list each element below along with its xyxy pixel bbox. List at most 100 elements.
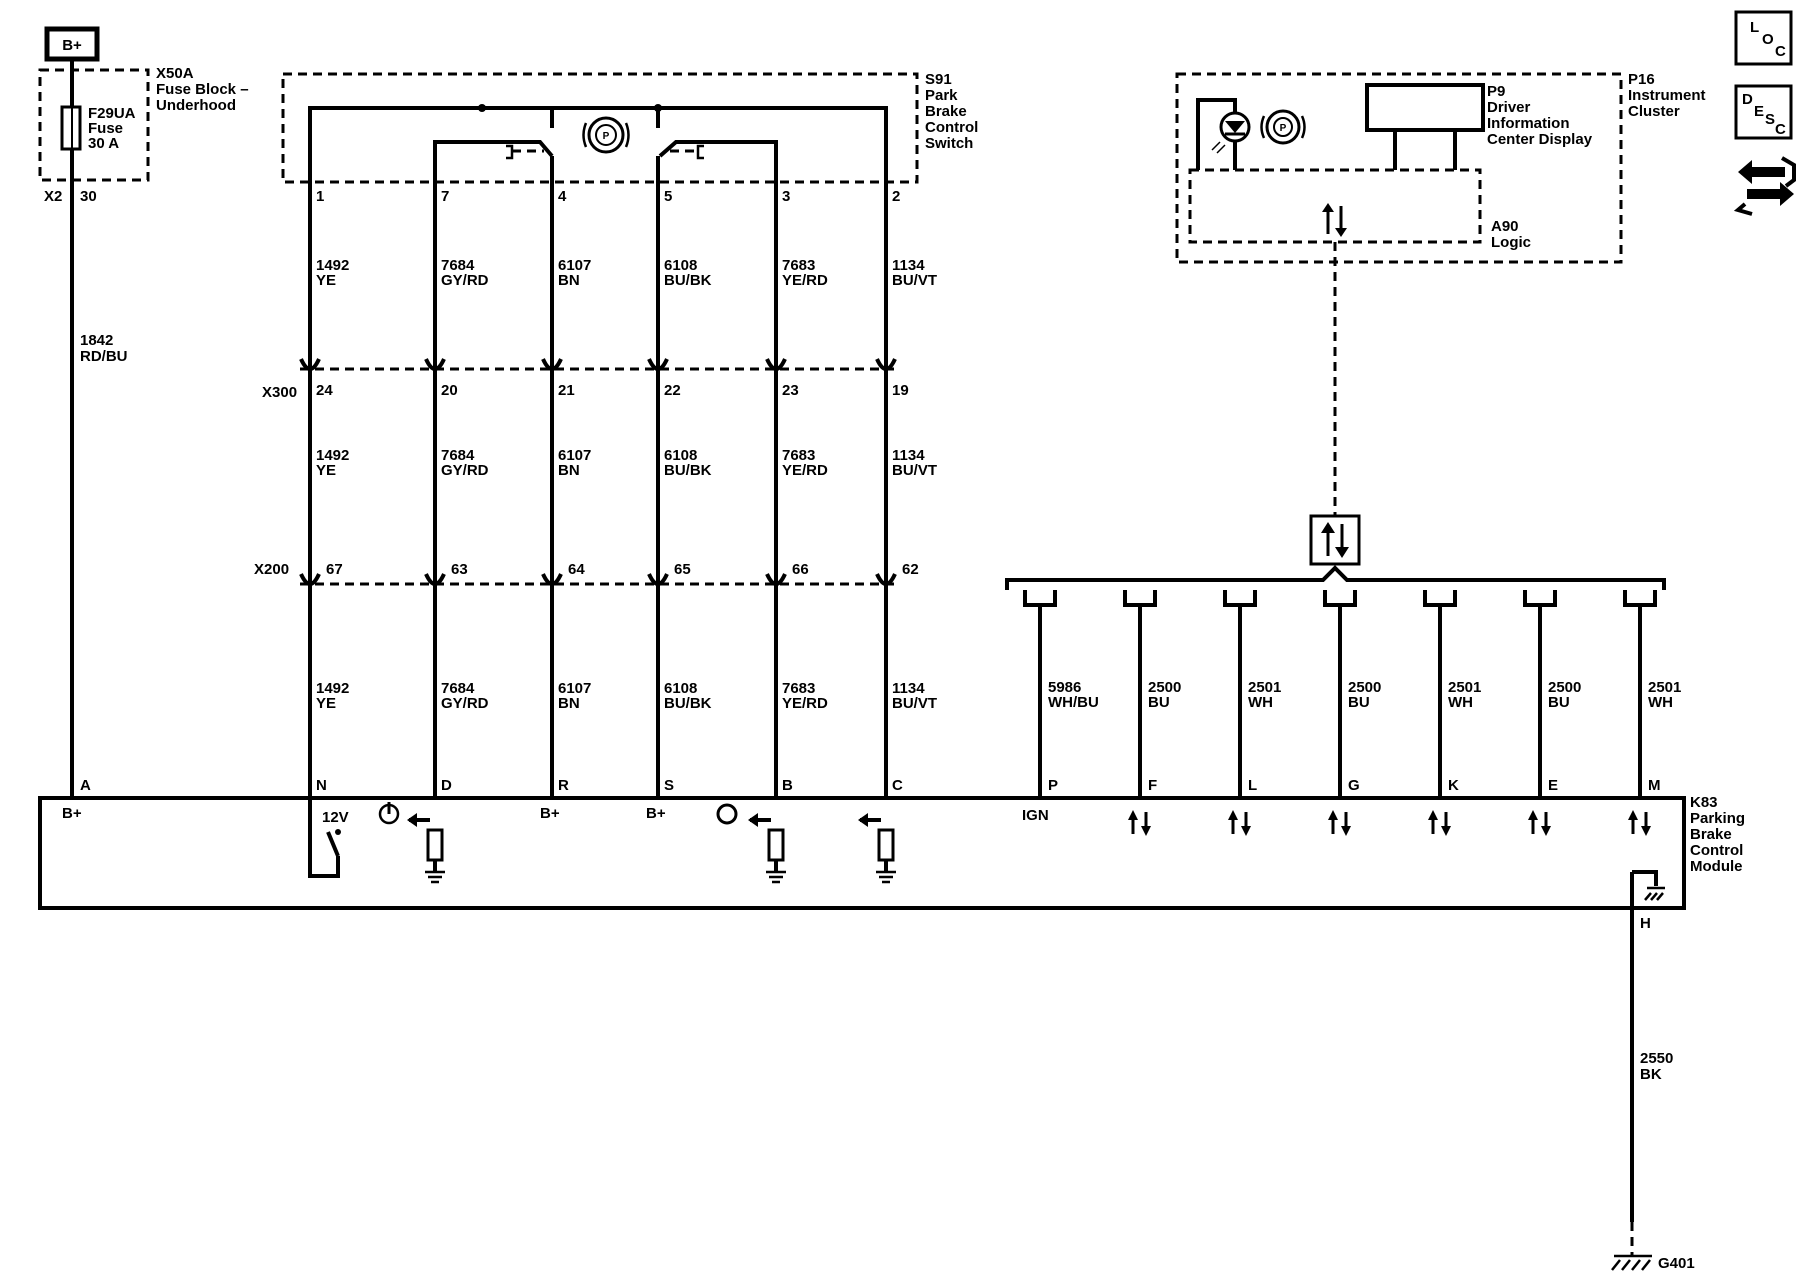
data-line-l-arrow-down-head (1241, 826, 1251, 836)
loc-button[interactable]: L O C (1734, 10, 1793, 66)
data-line-g-terminal (1323, 590, 1357, 607)
circuit-6107-num-1: 6107 (558, 257, 591, 274)
dic-name-3: Center Display (1487, 131, 1593, 148)
circuit-7683-x300-terminal (765, 358, 787, 371)
data-line-f-num: 2500 (1148, 679, 1181, 696)
data-line-m-pin: M (1648, 777, 1661, 794)
circuit-6107-x300-pin: 21 (558, 382, 575, 399)
data-bus-bracket (1005, 565, 1666, 590)
brake-lamp-icon (1219, 111, 1251, 143)
module-pin-h: H (1640, 915, 1651, 932)
module-name-1: Parking (1690, 810, 1745, 827)
circuit-7683-switch-pin: 3 (782, 188, 790, 205)
wire-2550-num: 2550 (1640, 1050, 1673, 1067)
navigation-arrows-icon[interactable] (1733, 156, 1796, 216)
circuit-1492-num-1: 1492 (316, 257, 349, 274)
data-line-p-pin: P (1048, 777, 1058, 794)
logic-id: A90 (1491, 218, 1519, 235)
data-line-k-arrow-down-head (1441, 826, 1451, 836)
circuit-6108-color-2: BU/BK (664, 462, 712, 479)
circuit-7683-input-arrow-head (748, 813, 758, 827)
data-line-p-num: 5986 (1048, 679, 1081, 696)
loc-letter-l: L (1750, 19, 1759, 36)
circuit-6108-num-3: 6108 (664, 680, 697, 697)
circuit-7684-x200-pin: 63 (451, 561, 468, 578)
data-line-e-terminal (1523, 590, 1557, 607)
circuit-6107-switch-pin: 4 (558, 188, 567, 205)
switch-bus (308, 106, 888, 182)
switch-name-4: Switch (925, 135, 973, 152)
circuit-7684-color-2: GY/RD (441, 462, 489, 479)
circuit-7683-resistor (767, 828, 785, 862)
switch-outline (281, 72, 919, 184)
circuit-7683-num-1: 7683 (782, 257, 815, 274)
circuit-7684-color-3: GY/RD (441, 695, 489, 712)
circuit-6107-color-3: BN (558, 695, 580, 712)
data-line-g-arrow-up-head (1328, 810, 1338, 820)
circuit-6107-x300-terminal (541, 358, 563, 371)
circuit-7684-input-arrow-head (407, 813, 417, 827)
cluster-name-1: Instrument (1628, 87, 1706, 104)
circuit-1492-color-3: YE (316, 695, 336, 712)
data-line-p-terminal (1023, 590, 1057, 607)
circuit-1492-x300-terminal (299, 358, 321, 371)
circuit-7683-x200-terminal (765, 573, 787, 586)
logic-outline (1188, 168, 1482, 244)
wire-2550-color: BK (1640, 1066, 1662, 1083)
circuit-6108-color-3: BU/BK (664, 695, 712, 712)
module-bplus-a: B+ (62, 805, 82, 822)
circuit-1134-num-3: 1134 (892, 680, 925, 697)
data-line-m-num: 2501 (1648, 679, 1681, 696)
loc-letter-o: O (1762, 31, 1774, 48)
circuit-6108-x300-terminal (647, 358, 669, 371)
data-line-p-label: IGN (1022, 807, 1049, 824)
circuit-6107-num-3: 6107 (558, 680, 591, 697)
circuit-1134-resistor (877, 828, 895, 862)
data-line-e-num: 2500 (1548, 679, 1581, 696)
circuit-1134-x300-terminal (875, 358, 897, 371)
desc-button[interactable]: D E S C (1734, 84, 1793, 140)
data-line-g-color: BU (1348, 694, 1370, 711)
indicator-circle-icon (716, 803, 738, 825)
dic-display-box (1365, 83, 1485, 132)
circuit-1134-x200-terminal (875, 573, 897, 586)
data-line-m-color: WH (1648, 694, 1673, 711)
data-line-e-pin: E (1548, 777, 1558, 794)
data-line-f-pin: F (1148, 777, 1157, 794)
circuit-6107-x200-terminal (541, 573, 563, 586)
data-line-k-num: 2501 (1448, 679, 1481, 696)
circuit-layer: 11492YE241492YE671492YEN77684GY/RD207684… (299, 182, 937, 884)
data-line-k-terminal (1423, 590, 1457, 607)
wire-1842-color: RD/BU (80, 348, 128, 365)
x200-label: X200 (254, 561, 289, 578)
data-line-l-arrow-up-head (1228, 810, 1238, 820)
circuit-7683-num-2: 7683 (782, 447, 815, 464)
circuit-7684-x300-terminal (424, 358, 446, 371)
module-pin-a: A (80, 777, 91, 794)
fuse-block-id: X50A (156, 65, 194, 82)
data-line-g-pin: G (1348, 777, 1360, 794)
fuse-pin: 30 (80, 188, 97, 205)
circuit-6108-x300-pin: 22 (664, 382, 681, 399)
data-line-l-num: 2501 (1248, 679, 1281, 696)
data-line-f-color: BU (1148, 694, 1170, 711)
circuit-7684-color-1: GY/RD (441, 272, 489, 289)
circuit-1134-module-pin: C (892, 777, 903, 794)
circuit-6107-color-2: BN (558, 462, 580, 479)
fuse-label-2: Fuse (88, 120, 123, 137)
ground-id: G401 (1658, 1255, 1695, 1272)
module-bplus-r: B+ (540, 805, 560, 822)
bplus-label: B+ (62, 37, 82, 54)
dic-name-2: Information (1487, 115, 1570, 132)
dic-id: P9 (1487, 83, 1505, 100)
cluster-name-2: Cluster (1628, 103, 1680, 120)
switch-name-1: Park (925, 87, 958, 104)
circuit-7684-resistor (426, 828, 444, 862)
circuit-7684-num-3: 7684 (441, 680, 475, 697)
circuit-7684-x300-pin: 20 (441, 382, 458, 399)
fuse-connector: X2 (44, 188, 62, 205)
circuit-1492-x300-pin: 24 (316, 382, 333, 399)
circuit-1492-num-3: 1492 (316, 680, 349, 697)
circuit-6108-num-1: 6108 (664, 257, 697, 274)
